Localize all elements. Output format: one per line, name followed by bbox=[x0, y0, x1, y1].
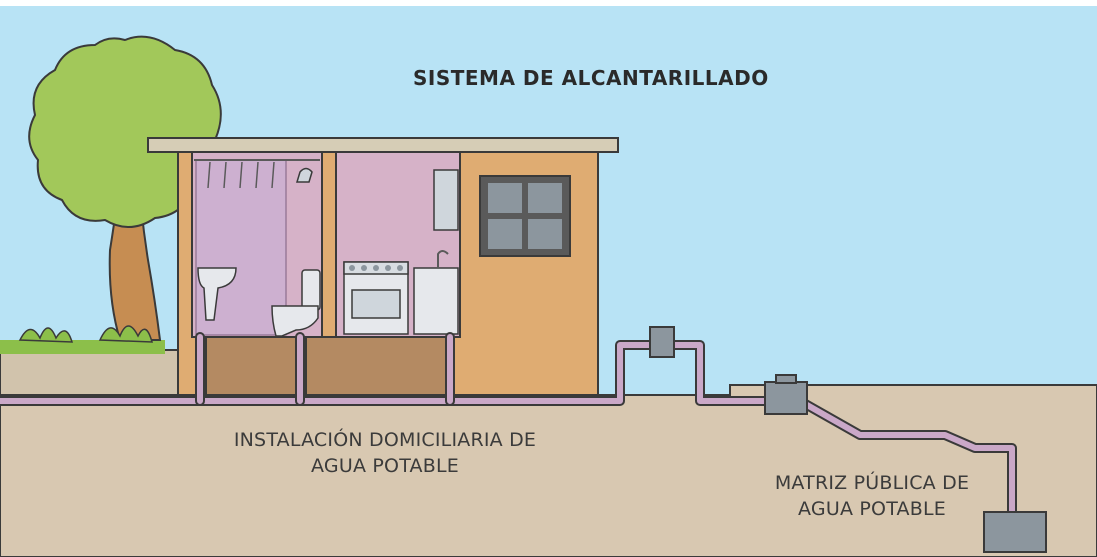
shower-head bbox=[295, 167, 313, 183]
home-installation-line-2: AGUA POTABLE bbox=[311, 455, 459, 477]
meter-box bbox=[649, 326, 675, 358]
stove bbox=[343, 261, 409, 335]
foundation-right bbox=[305, 336, 447, 396]
foundation-left bbox=[205, 336, 297, 396]
junction-box bbox=[764, 374, 808, 415]
public-main-line-2: AGUA POTABLE bbox=[798, 498, 946, 520]
roof bbox=[147, 137, 619, 153]
kitchen-sink bbox=[413, 250, 459, 335]
sink bbox=[197, 267, 237, 321]
home-installation-line-1: INSTALACIÓN DOMICILIARIA DE bbox=[233, 429, 537, 451]
public-main-box bbox=[983, 511, 1047, 553]
public-main-label: MATRIZ PÚBLICA DE AGUA POTABLE bbox=[752, 470, 992, 522]
lawn bbox=[0, 340, 165, 354]
public-main-line-1: MATRIZ PÚBLICA DE bbox=[774, 472, 970, 494]
tree bbox=[18, 35, 222, 343]
toilet bbox=[271, 269, 321, 337]
diagram-title: SISTEMA DE ALCANTARILLADO bbox=[413, 66, 769, 90]
yard-platform bbox=[0, 349, 196, 396]
curtain-hooks bbox=[207, 161, 275, 189]
home-installation-label: INSTALACIÓN DOMICILIARIA DE AGUA POTABLE bbox=[210, 427, 560, 479]
kitchen-cabinet bbox=[433, 169, 459, 231]
window bbox=[479, 175, 571, 257]
